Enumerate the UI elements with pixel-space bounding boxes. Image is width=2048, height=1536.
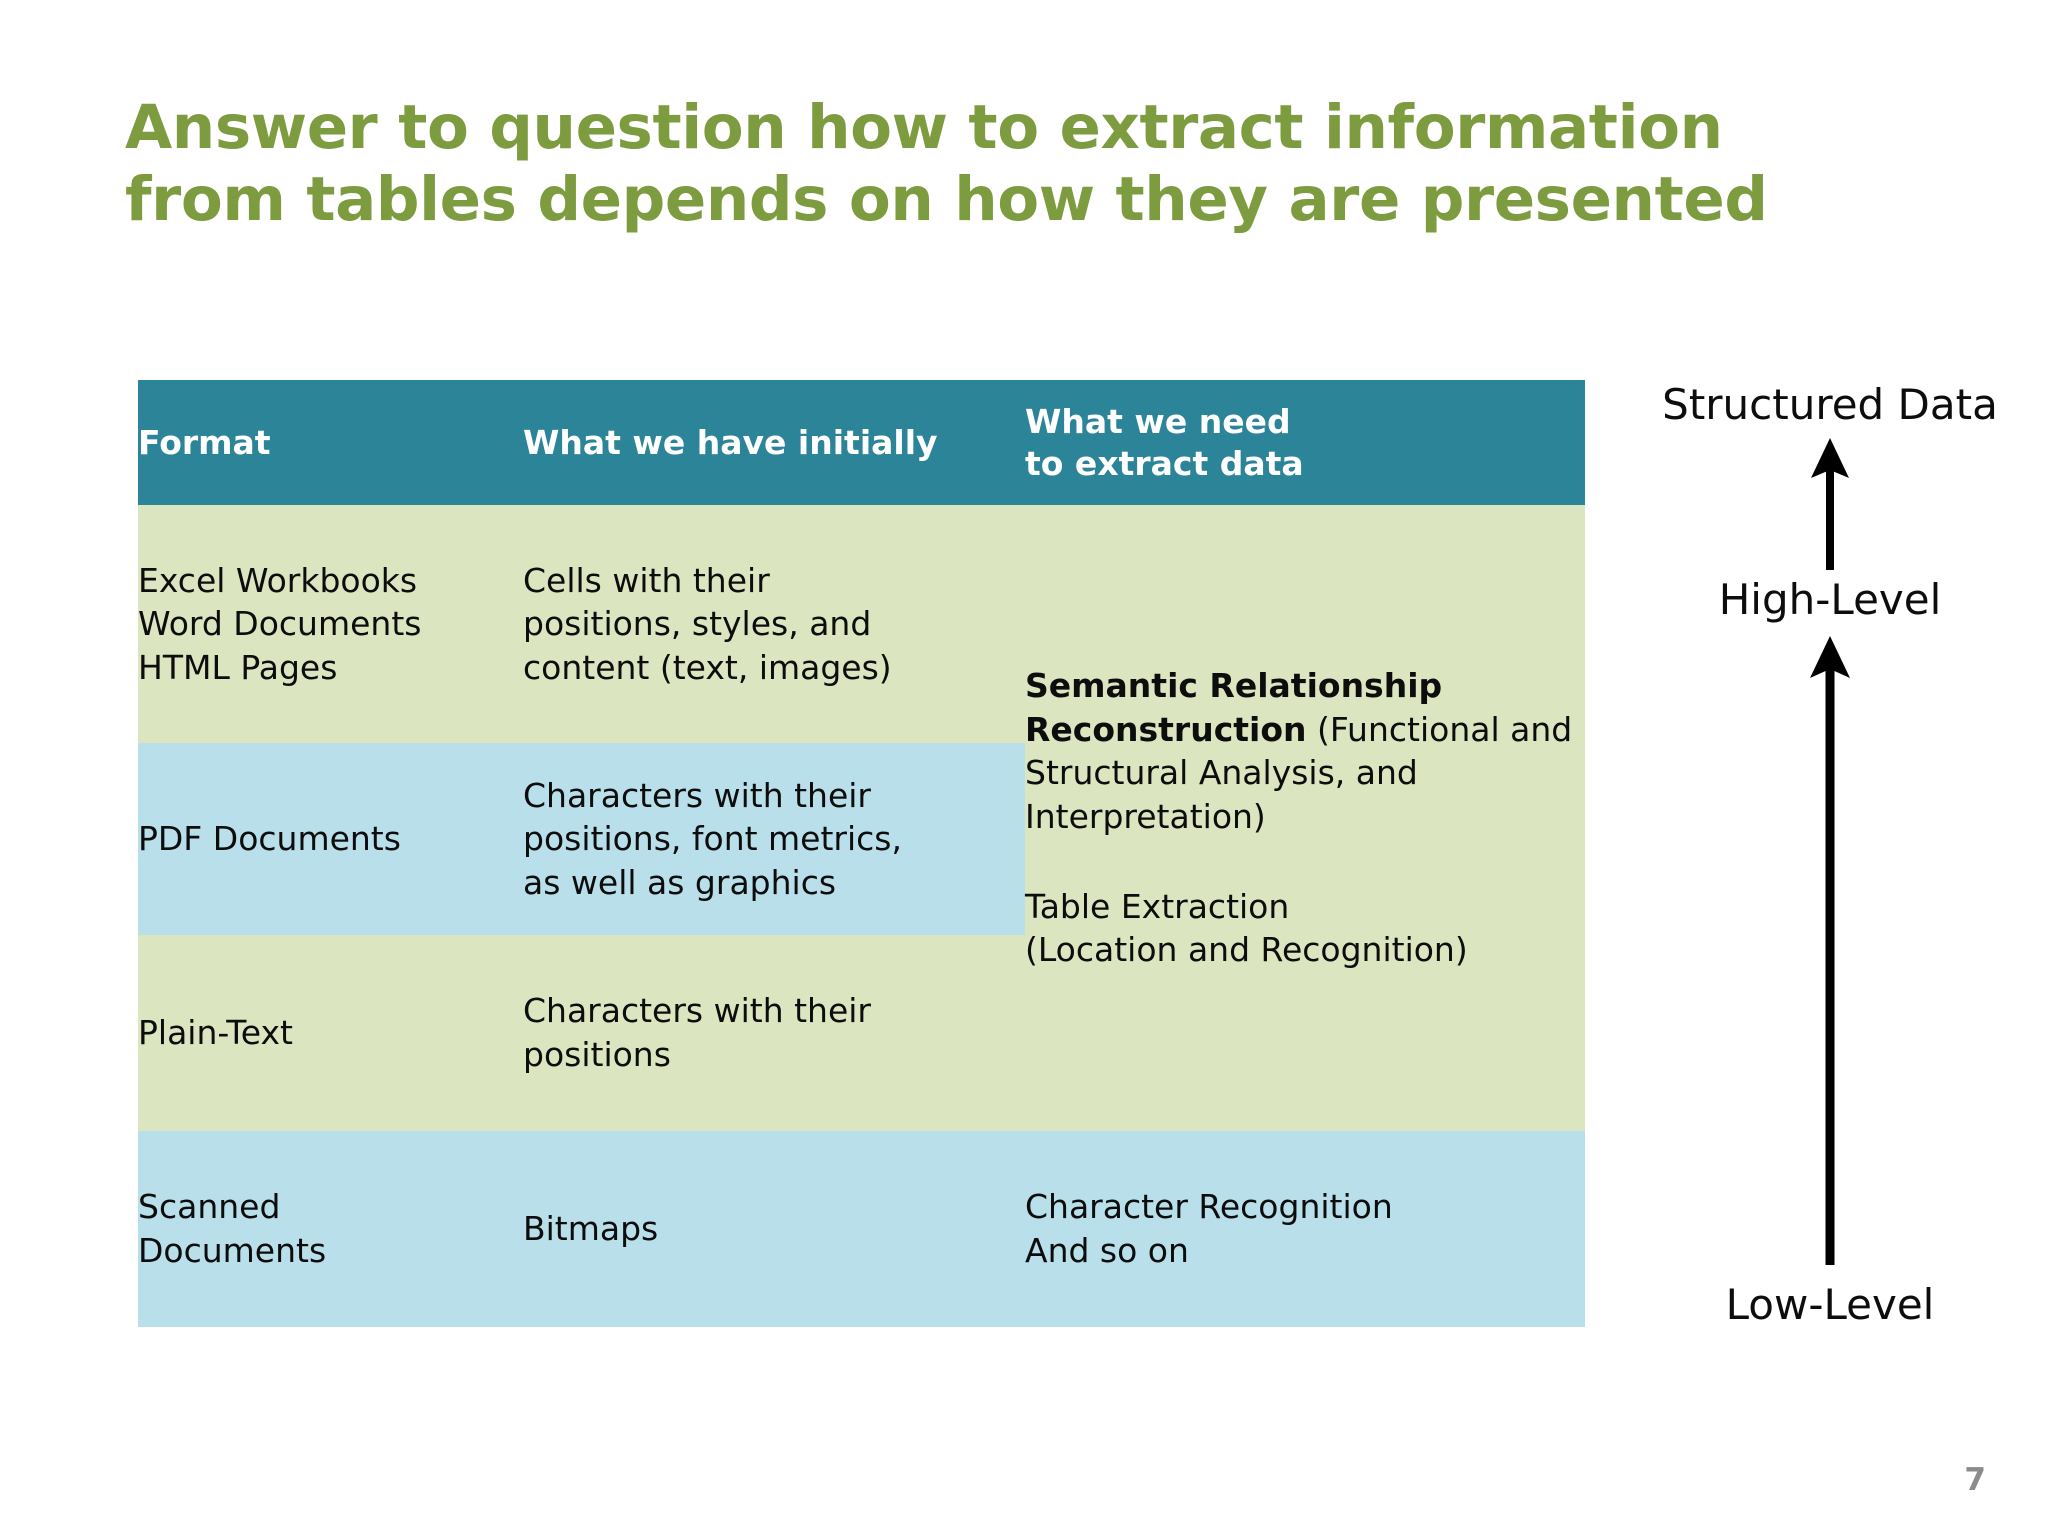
cell-need-scanned: Character Recognition And so on xyxy=(1025,1131,1585,1327)
format-line: Excel Workbooks xyxy=(138,560,418,600)
column-header-initial: What we have initially xyxy=(523,380,1025,505)
format-line: PDF Documents xyxy=(138,819,401,859)
need-line: And so on xyxy=(1025,1231,1189,1270)
page-number: 7 xyxy=(1964,1462,1986,1498)
initial-line: Characters with their xyxy=(523,991,871,1031)
format-line: Plain-Text xyxy=(138,1013,293,1053)
table-row: PDF Documents Characters with their posi… xyxy=(138,743,1585,935)
column-header-need: What we need to extract data xyxy=(1025,380,1585,505)
cell-format-scanned: Scanned Documents xyxy=(138,1131,523,1327)
need-paragraph-gap xyxy=(1025,839,1585,885)
initial-line: positions, styles, and xyxy=(523,604,872,644)
arrow-up-upper-icon xyxy=(1811,438,1849,570)
table-row: Excel Workbooks Word Documents HTML Page… xyxy=(138,505,1585,1131)
scale-label-high-level: High-Level xyxy=(1718,575,1942,624)
scale-label-structured-data: Structured Data xyxy=(1662,380,1998,429)
initial-line: Characters with their xyxy=(523,775,871,815)
cell-initial-scanned: Bitmaps xyxy=(523,1131,1025,1327)
scale-arrows xyxy=(1810,438,1850,1265)
page-title-line-2: from tables depends on how they are pres… xyxy=(125,163,1768,235)
need-extraction-line-1: Table Extraction xyxy=(1025,886,1290,926)
format-line: HTML Pages xyxy=(138,647,338,687)
cell-initial-plaintext: Characters with their positions xyxy=(523,935,1025,1131)
format-line: Documents xyxy=(138,1231,327,1270)
cell-format-pdf: PDF Documents xyxy=(138,743,523,935)
column-header-need-line-2: to extract data xyxy=(1025,443,1304,483)
format-comparison-table: Format What we have initially What we ne… xyxy=(138,380,1585,1327)
need-semantic-paragraph: Semantic Relationship Reconstruction (Fu… xyxy=(1025,664,1585,838)
table-row: Scanned Documents Bitmaps Character Reco… xyxy=(138,1131,1585,1327)
initial-line: content (text, images) xyxy=(523,647,892,687)
need-table-extraction-paragraph: Table Extraction (Location and Recogniti… xyxy=(1025,885,1585,972)
page-title: Answer to question how to extract inform… xyxy=(125,92,1885,236)
scale-label-low-level: Low-Level xyxy=(1725,1280,1935,1329)
table-row: Plain-Text Characters with their positio… xyxy=(138,935,1585,1131)
initial-line: Cells with their xyxy=(523,560,770,600)
need-extraction-line-2: (Location and Recognition) xyxy=(1025,930,1468,970)
format-line: Scanned xyxy=(138,1187,281,1227)
need-line: Character Recognition xyxy=(1025,1187,1393,1227)
initial-line: positions xyxy=(523,1035,671,1074)
initial-line: positions, font metrics, xyxy=(523,819,902,859)
initial-line: Bitmaps xyxy=(523,1209,659,1249)
cell-format-office: Excel Workbooks Word Documents HTML Page… xyxy=(138,505,523,743)
need-semantic-rest: (Functional and Structural Analysis, and… xyxy=(1025,709,1573,836)
initial-line: as well as graphics xyxy=(523,862,837,902)
arrow-up-lower-icon xyxy=(1810,636,1850,1265)
column-header-need-line-1: What we need xyxy=(1025,402,1291,442)
format-line: Word Documents xyxy=(138,604,422,644)
cell-need-merged: Semantic Relationship Reconstruction (Fu… xyxy=(1025,505,1585,1131)
column-header-format: Format xyxy=(138,380,523,505)
page-title-line-1: Answer to question how to extract inform… xyxy=(125,92,1723,163)
cell-initial-pdf: Characters with their positions, font me… xyxy=(523,743,1025,935)
abstraction-level-scale: Structured Data High-Level Low-Level xyxy=(1630,380,2030,1360)
table-header-row: Format What we have initially What we ne… xyxy=(138,380,1585,505)
cell-initial-office: Cells with their positions, styles, and … xyxy=(523,505,1025,743)
cell-format-plaintext: Plain-Text xyxy=(138,935,523,1131)
need-semantic-bold: Semantic Relationship Reconstruction xyxy=(1025,666,1443,749)
